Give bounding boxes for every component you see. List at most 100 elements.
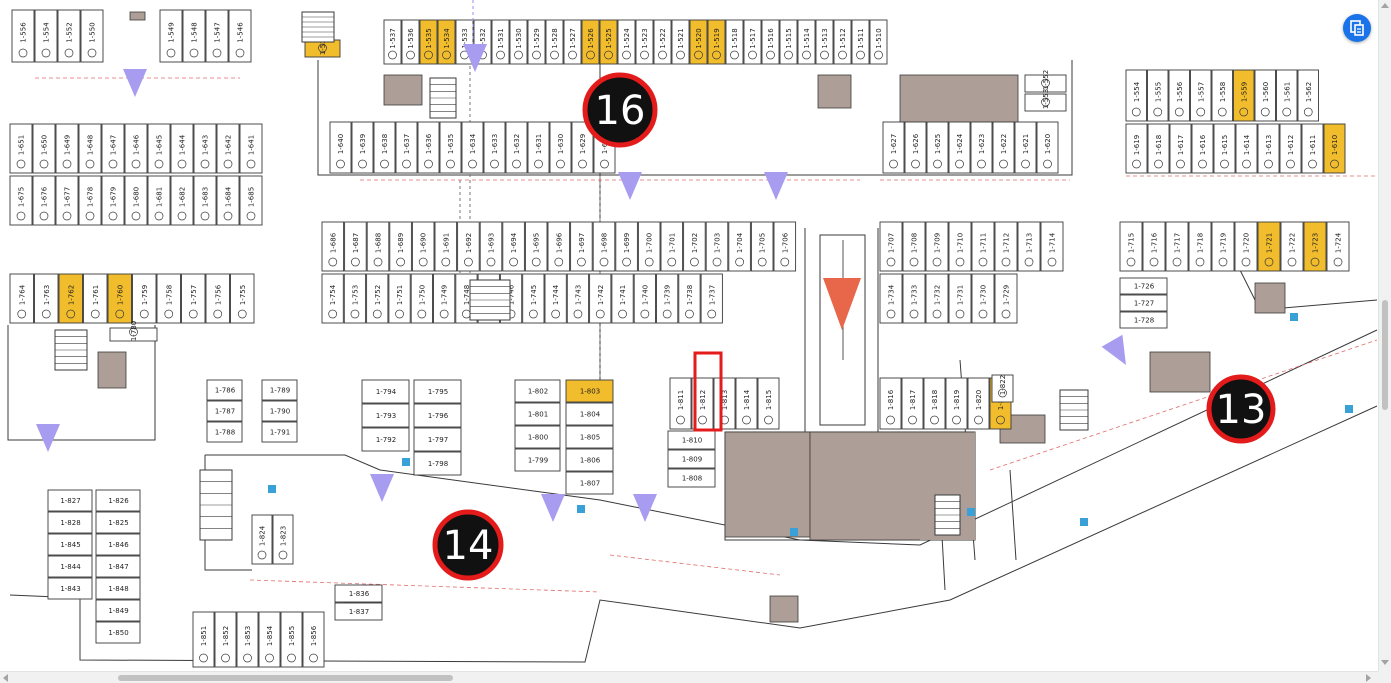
charger-icon bbox=[177, 211, 187, 221]
stall-number: 1-684 bbox=[225, 186, 233, 207]
stairwell bbox=[54, 329, 88, 371]
parking-stall bbox=[773, 221, 797, 272]
scroll-left-arrow-icon[interactable] bbox=[3, 674, 8, 682]
charger-icon bbox=[1154, 159, 1163, 169]
parking-stall bbox=[1191, 123, 1214, 174]
stall-number: 1-731 bbox=[957, 285, 965, 305]
charger-icon bbox=[1041, 97, 1050, 107]
parking-stall bbox=[902, 273, 926, 324]
charger-icon bbox=[372, 309, 382, 319]
parking-stall bbox=[611, 273, 634, 324]
parking-stall bbox=[514, 402, 561, 426]
stall-number: 1-554 bbox=[43, 22, 51, 43]
charger-icon bbox=[1198, 159, 1207, 169]
stall-number: 1-808 bbox=[682, 475, 702, 483]
parking-stall bbox=[1211, 69, 1233, 122]
parking-stall bbox=[366, 273, 389, 324]
parking-stall bbox=[439, 121, 462, 174]
horizontal-scrollbar[interactable] bbox=[0, 671, 1378, 683]
stall-number: 1-734 bbox=[888, 284, 896, 305]
charger-icon bbox=[486, 257, 496, 267]
stall-number: 1-805 bbox=[580, 434, 600, 442]
service-room bbox=[769, 595, 799, 623]
parking-stall bbox=[547, 221, 571, 272]
stall-number: 1-803 bbox=[580, 388, 600, 396]
charger-icon bbox=[955, 309, 965, 319]
parking-stall bbox=[192, 611, 215, 668]
charger-icon bbox=[115, 309, 125, 319]
charger-icon bbox=[235, 48, 245, 58]
parking-stall bbox=[637, 221, 661, 272]
charger-icon bbox=[1241, 257, 1251, 267]
stall-number: 1-530 bbox=[515, 28, 523, 48]
stall-number: 1-520 bbox=[695, 28, 703, 48]
parking-stall bbox=[401, 19, 420, 65]
scroll-right-arrow-icon[interactable] bbox=[1366, 674, 1371, 682]
stall-number: 1-810 bbox=[682, 437, 702, 445]
stall-number: 1-849 bbox=[108, 607, 128, 615]
stall-number: 1-718 bbox=[1197, 233, 1205, 253]
parking-stall bbox=[413, 379, 462, 404]
charger-icon bbox=[757, 257, 767, 267]
parking-stall bbox=[565, 448, 614, 472]
stall-number: 1-537 bbox=[389, 28, 397, 48]
parking-stall bbox=[1234, 221, 1258, 272]
parking-stall bbox=[879, 273, 903, 324]
charger-icon bbox=[85, 211, 95, 221]
stall-number: 1-562 bbox=[1305, 82, 1313, 102]
fire-equipment-icon bbox=[1345, 405, 1353, 413]
stall-number: 1-533 bbox=[461, 28, 469, 48]
stall-number: 1-630 bbox=[557, 134, 565, 154]
charger-icon bbox=[129, 327, 138, 337]
charger-icon bbox=[396, 257, 405, 267]
stall-number: 1-699 bbox=[623, 233, 631, 253]
vertical-scroll-thumb[interactable] bbox=[1382, 300, 1388, 410]
parking-stall bbox=[635, 19, 654, 65]
parking-stall bbox=[193, 175, 217, 226]
stall-number: 1-512 bbox=[839, 28, 847, 48]
stall-number: 1-648 bbox=[87, 135, 95, 155]
parking-stall bbox=[633, 273, 656, 324]
charger-icon bbox=[1043, 159, 1052, 169]
parking-stall bbox=[671, 19, 690, 65]
scroll-up-arrow-icon[interactable] bbox=[1381, 3, 1389, 8]
vertical-scrollbar[interactable] bbox=[1378, 0, 1391, 671]
print-layout-icon bbox=[1350, 20, 1364, 36]
stall-number: 1-557 bbox=[1197, 82, 1205, 102]
stall-number: 1-558 bbox=[1219, 82, 1227, 102]
parking-stall bbox=[9, 273, 34, 324]
horizontal-scroll-thumb[interactable] bbox=[118, 675, 453, 681]
charger-icon bbox=[694, 50, 703, 60]
parking-stall bbox=[757, 377, 780, 430]
charger-icon bbox=[730, 50, 739, 60]
parking-stall bbox=[971, 273, 995, 324]
wall-outline bbox=[9, 405, 1378, 663]
parking-stall bbox=[1147, 69, 1169, 122]
stall-number: 1-696 bbox=[555, 232, 563, 253]
parking-stall bbox=[395, 121, 418, 174]
parking-stall bbox=[565, 379, 614, 403]
stall-number: 1-695 bbox=[533, 233, 541, 253]
parking-stall bbox=[206, 400, 243, 422]
stall-number: 1-547 bbox=[214, 22, 222, 42]
charger-icon bbox=[748, 50, 757, 60]
scroll-down-arrow-icon[interactable] bbox=[1381, 660, 1389, 665]
layout-toggle-button[interactable] bbox=[1343, 14, 1371, 42]
charger-icon bbox=[551, 309, 561, 319]
stall-number: 1-801 bbox=[528, 411, 548, 419]
parking-stall bbox=[1125, 123, 1148, 174]
charger-icon bbox=[1220, 159, 1229, 169]
stall-number: 1-681 bbox=[156, 187, 164, 207]
charger-icon bbox=[886, 257, 896, 267]
parking-stall bbox=[509, 19, 528, 65]
charger-icon bbox=[1131, 107, 1141, 117]
parking-stall bbox=[761, 19, 780, 65]
charger-icon bbox=[417, 309, 427, 319]
service-room bbox=[383, 74, 423, 106]
